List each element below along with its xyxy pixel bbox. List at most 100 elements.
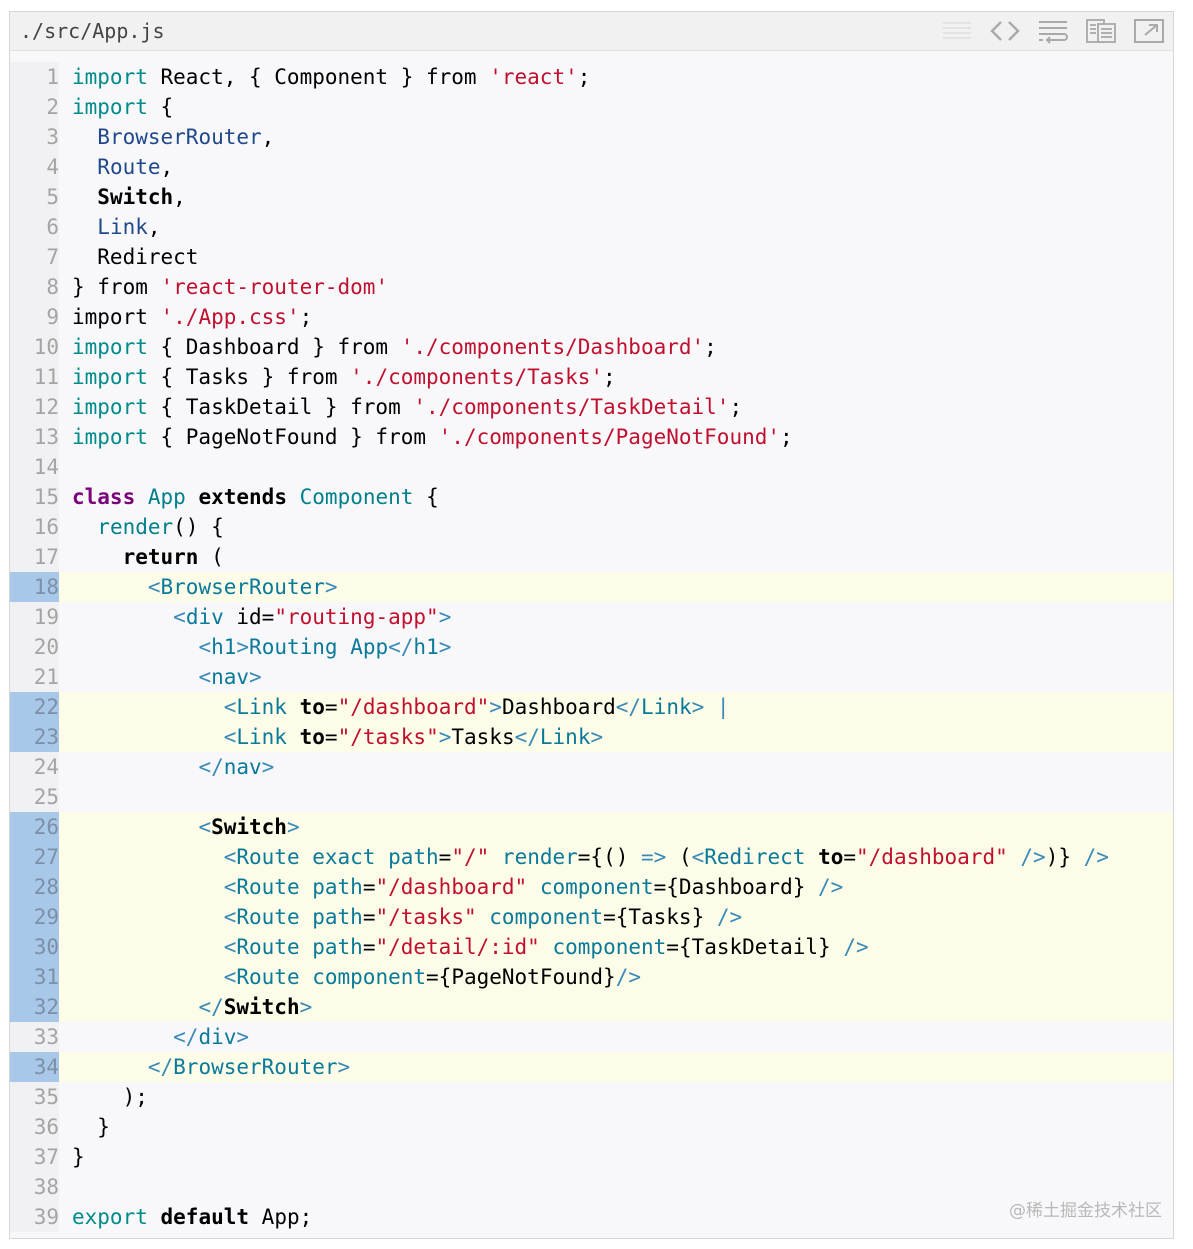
code-text: <Route exact path="/" render={() => (<Re… xyxy=(72,842,1109,872)
code-line: 28 <Route path="/dashboard" component={D… xyxy=(10,872,1173,902)
code-token: > xyxy=(249,665,262,689)
code-token: './App.css' xyxy=(160,305,300,329)
code-line: 37} xyxy=(10,1142,1173,1172)
line-number: 30 xyxy=(10,932,59,962)
code-token: /> xyxy=(1083,845,1109,869)
code-token: Component xyxy=(299,485,414,509)
code-token: = xyxy=(362,875,376,899)
line-number: 5 xyxy=(10,182,59,212)
code-token: component xyxy=(552,935,667,959)
line-number: 13 xyxy=(10,422,59,452)
code-token: default xyxy=(160,1205,250,1229)
code-token: import xyxy=(72,335,148,359)
code-text: import React, { Component } from 'react'… xyxy=(72,62,590,92)
code-token: , xyxy=(173,185,186,209)
code-text: </Switch> xyxy=(72,992,312,1022)
code-token: < xyxy=(198,665,212,689)
line-number: 1 xyxy=(10,62,59,92)
wrap-lines-icon[interactable] xyxy=(1037,17,1069,45)
line-number: 2 xyxy=(10,92,59,122)
code-line: 3 BrowserRouter, xyxy=(10,122,1173,152)
code-token: > xyxy=(286,815,300,839)
code-token: ( xyxy=(666,845,692,869)
code-token: "/dashboard" xyxy=(856,845,1008,869)
code-token: Route path xyxy=(236,875,363,899)
code-token xyxy=(489,845,502,869)
watermark: @稀土掘金技术社区 xyxy=(1009,1201,1162,1221)
code-token: < xyxy=(223,725,237,749)
code-token xyxy=(72,875,224,899)
code-line: 20 <h1>Routing App</h1> xyxy=(10,632,1173,662)
code-line: 31 <Route component={PageNotFound}/> xyxy=(10,962,1173,992)
code-token xyxy=(72,725,224,749)
code-token: "routing-app" xyxy=(274,605,439,629)
code-line: 23 <Link to="/tasks">Tasks</Link> xyxy=(10,722,1173,752)
code-token: div xyxy=(198,1025,237,1049)
code-token: </ xyxy=(147,1055,174,1079)
view-source-lines-icon[interactable] xyxy=(941,17,973,45)
code-line: 34 </BrowserRouter> xyxy=(10,1052,1173,1082)
code-text: return ( xyxy=(72,542,224,572)
line-number: 10 xyxy=(10,332,59,362)
code-text: Switch, xyxy=(72,182,186,212)
code-token xyxy=(72,815,198,839)
code-token: /> xyxy=(615,965,641,989)
code-token: return xyxy=(122,545,199,569)
code-token: < xyxy=(223,935,237,959)
code-token: ); xyxy=(72,1085,148,1109)
line-number: 27 xyxy=(10,842,59,872)
line-number: 37 xyxy=(10,1142,59,1172)
code-token: > xyxy=(438,635,452,659)
line-number: 9 xyxy=(10,302,59,332)
code-line: 6 Link, xyxy=(10,212,1173,242)
code-text: import { Dashboard } from './components/… xyxy=(72,332,717,362)
code-text: <h1>Routing App</h1> xyxy=(72,632,451,662)
code-token: Link xyxy=(539,725,591,749)
code-token: ; xyxy=(704,335,717,359)
code-token: Route path xyxy=(236,905,363,929)
code-line: 32 </Switch> xyxy=(10,992,1173,1022)
code-token: ; xyxy=(299,305,313,329)
code-token: component xyxy=(539,875,654,899)
code-token: './components/TaskDetail' xyxy=(413,395,730,419)
code-token xyxy=(72,155,97,179)
code-brackets-icon[interactable] xyxy=(989,17,1021,45)
code-token: , xyxy=(160,155,174,179)
code-token: './components/Dashboard' xyxy=(400,335,705,359)
code-token: extends xyxy=(198,485,287,509)
code-token: Link xyxy=(236,725,287,749)
code-text: </div> xyxy=(72,1022,249,1052)
code-text: class App extends Component { xyxy=(72,482,439,512)
code-token xyxy=(704,695,717,719)
code-token: Link xyxy=(97,215,148,239)
code-token: ; xyxy=(729,395,743,419)
code-line: 30 <Route path="/detail/:id" component={… xyxy=(10,932,1173,962)
code-line: 5 Switch, xyxy=(10,182,1173,212)
code-text: } xyxy=(72,1142,85,1172)
code-text: <div id="routing-app"> xyxy=(72,602,451,632)
code-token: = xyxy=(438,845,452,869)
code-line: 27 <Route exact path="/" render={() => (… xyxy=(10,842,1173,872)
code-text: render() { xyxy=(72,512,223,542)
code-token xyxy=(72,845,224,869)
code-token xyxy=(540,935,553,959)
code-text: export default App; xyxy=(72,1202,312,1232)
code-token: class xyxy=(72,485,136,509)
open-in-new-window-icon[interactable] xyxy=(1133,17,1165,45)
code-text: Redirect xyxy=(72,242,198,272)
toolbar-icons xyxy=(941,17,1165,45)
code-text: <Link to="/dashboard">Dashboard</Link> | xyxy=(72,692,730,722)
code-token: Route path xyxy=(236,935,363,959)
code-text: <Route path="/detail/:id" component={Tas… xyxy=(72,932,869,962)
line-number: 16 xyxy=(10,512,59,542)
code-token: Link xyxy=(236,695,287,719)
code-token: BrowserRouter xyxy=(97,125,262,149)
code-token xyxy=(72,635,198,659)
line-number: 29 xyxy=(10,902,59,932)
code-token xyxy=(72,1055,148,1079)
copy-to-clipboard-icon[interactable] xyxy=(1085,17,1117,45)
code-token: ={Tasks} xyxy=(603,905,717,929)
code-text: <Switch> xyxy=(72,812,300,842)
